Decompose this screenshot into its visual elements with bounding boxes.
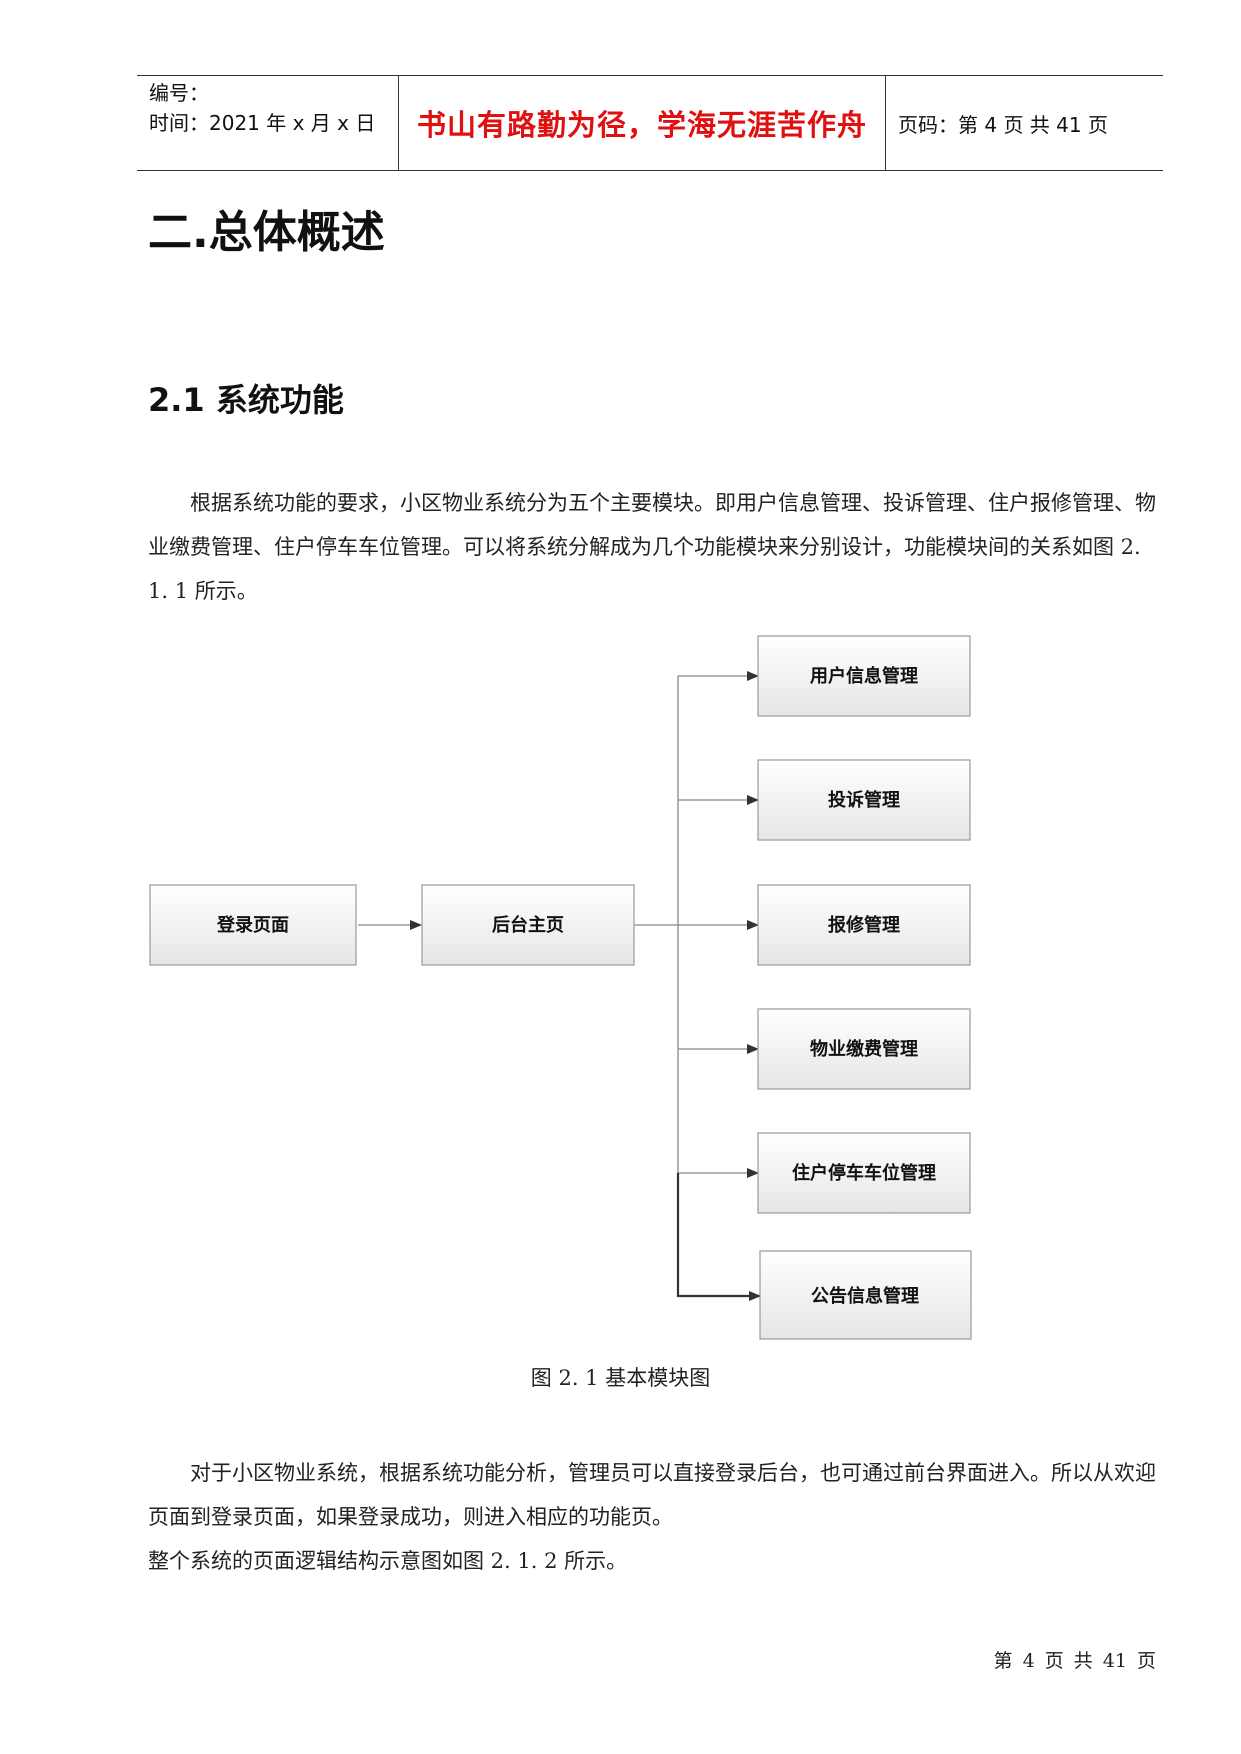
header-motto-cell: 书山有路勤为径，学海无涯苦作舟 (399, 76, 886, 170)
paragraph-login-flow: 对于小区物业系统，根据系统功能分析，管理员可以直接登录后台，也可通过前台界面进入… (148, 1461, 1156, 1529)
page-label: 页码：第 4 页 共 41 页 (898, 112, 1108, 137)
header-left-cell: 编号： 时间：2021 年 x 月 x 日 (137, 76, 399, 170)
box-module-6: 公告信息管理 (759, 1250, 972, 1340)
paragraph-structure: 整个系统的页面逻辑结构示意图如图 2. 1. 2 所示。 (148, 1549, 628, 1573)
box-module-4: 物业缴费管理 (757, 1008, 971, 1090)
figure-caption: 图 2. 1 基本模块图 (530, 1366, 711, 1390)
paragraph-intro: 根据系统功能的要求，小区物业系统分为五个主要模块。即用户信息管理、投诉管理、住户… (148, 491, 1156, 603)
page-footer: 第 4 页 共 41 页 (993, 1650, 1156, 1672)
module-3-label: 报修管理 (828, 914, 900, 936)
module-6-label: 公告信息管理 (811, 1285, 919, 1307)
page-header: 编号： 时间：2021 年 x 月 x 日 书山有路勤为径，学海无涯苦作舟 页码… (137, 75, 1163, 171)
time-label: 时间：2021 年 x 月 x 日 (149, 111, 376, 135)
arrow-to-module-6 (676, 1173, 761, 1301)
box-module-3: 报修管理 (757, 884, 971, 966)
box-module-1: 用户信息管理 (757, 635, 971, 717)
box-module-5: 住户停车车位管理 (757, 1132, 971, 1214)
number-label: 编号： (149, 81, 209, 105)
box-module-2: 投诉管理 (757, 759, 971, 841)
box-login: 登录页面 (149, 884, 357, 966)
header-page-cell: 页码：第 4 页 共 41 页 (886, 76, 1163, 170)
subsection-title: 2.1 系统功能 (148, 381, 344, 419)
connectors (358, 671, 761, 1301)
box-login-label: 登录页面 (216, 914, 289, 936)
motto: 书山有路勤为径，学海无涯苦作舟 (416, 108, 867, 142)
module-4-label: 物业缴费管理 (810, 1038, 918, 1060)
module-1-label: 用户信息管理 (810, 665, 918, 687)
section-title: 二.总体概述 (148, 207, 385, 258)
module-2-label: 投诉管理 (828, 789, 900, 811)
box-home: 后台主页 (421, 884, 635, 966)
box-home-label: 后台主页 (492, 914, 564, 936)
module-5-label: 住户停车车位管理 (792, 1162, 936, 1184)
